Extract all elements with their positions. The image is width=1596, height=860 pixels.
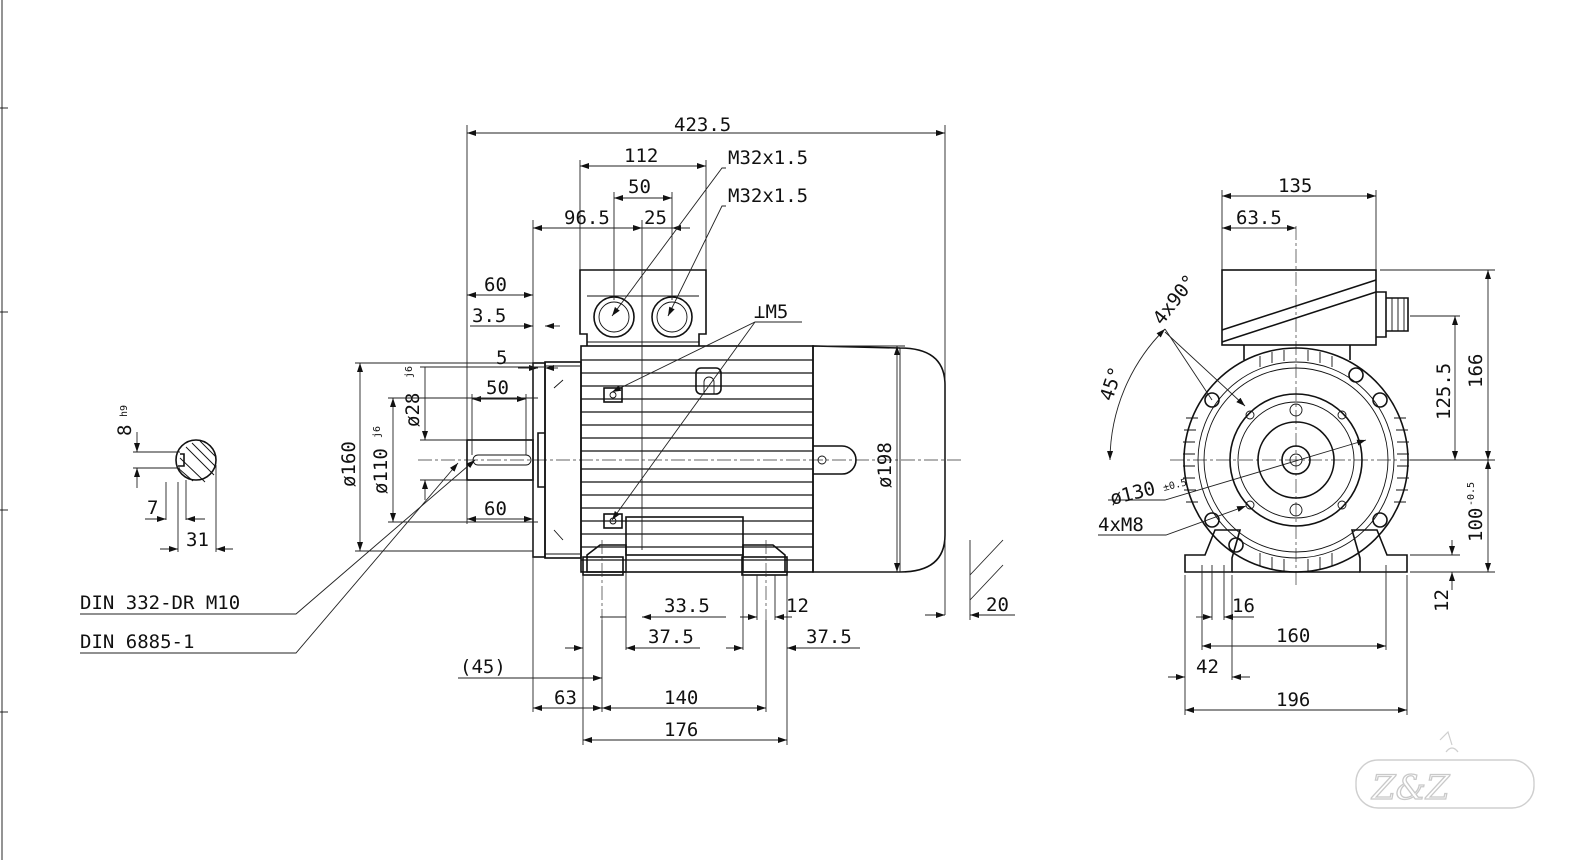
key-length-label: 50 (486, 377, 509, 399)
foot-37-5-right-label: 37.5 (806, 626, 852, 648)
foot-37-5-left-label: 37.5 (648, 626, 694, 648)
end-view-dimensions (1098, 190, 1495, 715)
threads-label: 4xM8 (1098, 514, 1144, 536)
dim-45-label: (45) (460, 656, 506, 678)
centre-thread-label: DIN 332-DR M10 (80, 592, 240, 614)
gland-offset-label: 25 (644, 207, 667, 229)
flange-dia-label: ø160 (338, 441, 360, 487)
key-detail (133, 432, 233, 552)
spigot-label: 5 (496, 347, 507, 369)
side-view (418, 269, 962, 620)
key-width-label: 7 (147, 497, 158, 519)
shaft-tol-label: j6 (404, 366, 415, 378)
cooling-fins (581, 359, 813, 561)
foot-12-label: 12 (786, 595, 809, 617)
watermark-logo: Z&Z (1355, 730, 1535, 809)
foot-width-label: 42 (1196, 656, 1219, 678)
dim-140-label: 140 (664, 687, 698, 709)
shaft-height-tol-label: -0.5 (1466, 482, 1477, 506)
angle-45-label: 45° (1096, 364, 1128, 403)
overall-length-label: 423.5 (674, 114, 731, 136)
shaft-length-label: 60 (484, 274, 507, 296)
dim-63-label: 63 (554, 687, 577, 709)
end-view (1170, 226, 1420, 585)
key-offset-label: 60 (484, 498, 507, 520)
box-offset-label: 96.5 (564, 207, 610, 229)
key-tol-label: h9 (119, 405, 130, 417)
box-height-label: 125.5 (1433, 363, 1455, 420)
base-width-label: 196 (1276, 689, 1310, 711)
pcd-tol-label: ±0.5 (1162, 477, 1188, 494)
dim-176-label: 176 (664, 719, 698, 741)
watermark-text: Z&Z (1371, 768, 1451, 808)
gland-spacing-label: 50 (628, 176, 651, 198)
key-height-label: 8 (114, 425, 136, 436)
frame-dia-label: ø198 (874, 442, 896, 488)
gland-2-label: M32x1.5 (728, 185, 808, 207)
earth-screw-label: ⊥M5 (754, 301, 788, 323)
flange-thickness-label: 3.5 (472, 305, 506, 327)
foot-hole-label: 16 (1232, 595, 1255, 617)
side-view-dimensions (80, 125, 1015, 745)
foot-thickness-label: 12 (1431, 589, 1453, 612)
spigot-tol-label: j6 (372, 426, 383, 438)
total-height-label: 166 (1465, 354, 1487, 388)
foot-pitch-label: 160 (1276, 625, 1310, 647)
fin-ring (1183, 350, 1409, 572)
box-offset-end-label: 63.5 (1236, 207, 1282, 229)
shaft-depth-label: 31 (186, 529, 209, 551)
terminal-box-width-label: 112 (624, 145, 658, 167)
page-border (0, 0, 8, 860)
key-standard-label: DIN 6885-1 (80, 631, 194, 653)
dim-20-label: 20 (986, 594, 1009, 616)
foot-33-5-label: 33.5 (664, 595, 710, 617)
shaft-dia-label: ø28 (402, 393, 424, 427)
holes-angle-label: 4x90° (1149, 270, 1202, 329)
gland-1-label: M32x1.5 (728, 147, 808, 169)
box-width-label: 135 (1278, 175, 1312, 197)
spigot-dia-label: ø110 (370, 448, 392, 494)
shaft-height-label: 100 (1465, 508, 1487, 542)
pcd-label: ø130 (1108, 477, 1158, 509)
